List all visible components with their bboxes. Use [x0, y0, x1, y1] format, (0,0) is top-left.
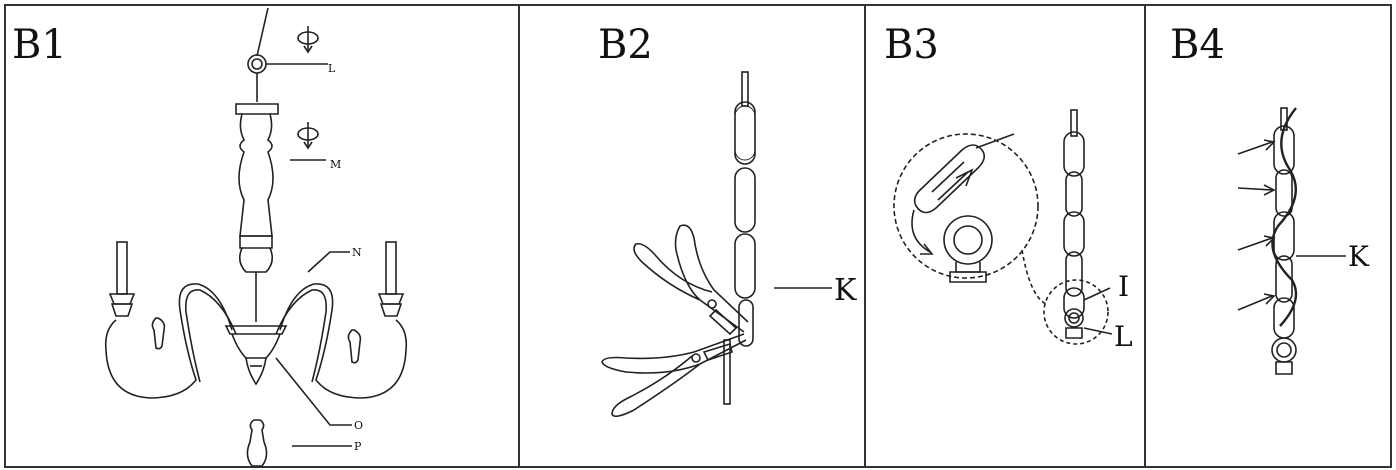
top-ring: [247, 54, 267, 74]
label-l-b3: L: [1114, 320, 1133, 353]
label-l: L: [328, 62, 336, 75]
chain-link: [734, 167, 756, 233]
rotate-arrow-icon: [297, 26, 319, 54]
panel-title-b1: B1: [12, 22, 67, 68]
hanging-wire: [256, 7, 269, 57]
panel-b1-drawing: [104, 7, 408, 467]
chain-link: [734, 233, 756, 299]
label-i-b3: I: [1118, 270, 1129, 303]
panel-b1-labels: L M N O P: [328, 62, 363, 453]
label-o: O: [354, 419, 363, 432]
chain-link-open: [738, 299, 754, 347]
label-p: P: [354, 440, 362, 453]
panel-b2-drawing: [601, 71, 832, 418]
label-k-b2: K: [834, 273, 857, 308]
label-k-b4: K: [1348, 240, 1370, 273]
detail-circle: [893, 133, 1039, 279]
rotate-arrow-icon-2: [297, 122, 319, 150]
panel-b3-drawing: [893, 109, 1113, 345]
label-m: M: [330, 158, 341, 171]
panel-b4-drawing: [1237, 107, 1346, 375]
panel-title-b2: B2: [598, 22, 653, 68]
panel-title-b4: B4: [1170, 22, 1225, 68]
detail-circle-small: [1043, 279, 1109, 345]
panel-title-b3: B3: [884, 22, 939, 68]
outer-border: [4, 4, 1392, 468]
chain-link: [734, 101, 756, 165]
label-n: N: [352, 246, 362, 259]
